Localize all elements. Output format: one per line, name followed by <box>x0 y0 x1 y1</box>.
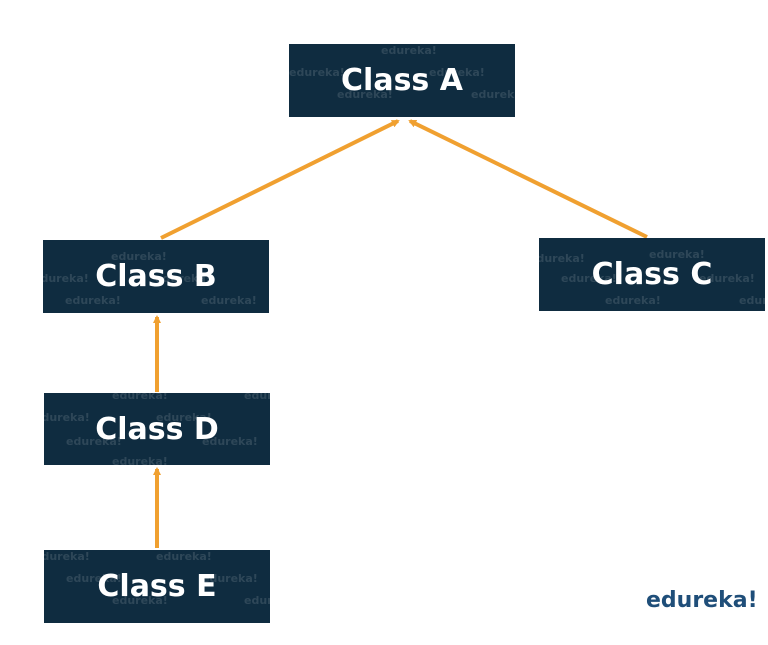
watermark: edureka! <box>65 294 121 307</box>
watermark: edureka! <box>201 294 257 307</box>
watermark: edureka! <box>44 550 90 563</box>
watermark: edureka! <box>156 550 212 563</box>
watermark: edureka! <box>111 250 167 263</box>
watermark: edureka! <box>112 393 168 402</box>
watermark: edureka! <box>244 594 270 607</box>
watermark: edureka! <box>43 272 89 285</box>
class-c-label: Class C <box>591 257 713 292</box>
class-b-label: Class B <box>95 259 217 294</box>
watermark: edureka! <box>429 66 485 79</box>
edureka-logo: edureka! <box>646 588 758 613</box>
watermark: edureka! <box>202 435 258 448</box>
watermark: edureka! <box>66 435 122 448</box>
class-d-label: Class D <box>95 411 219 447</box>
watermark: edureka! <box>66 572 122 585</box>
watermark: edureka! <box>155 272 211 285</box>
watermark: edureka! <box>605 294 661 307</box>
class-a-label: Class A <box>341 63 463 98</box>
watermark: edureka! <box>112 455 168 465</box>
watermark: edureka! <box>699 272 755 285</box>
arrow-c-to-a <box>408 119 648 239</box>
watermark: edureka! <box>561 272 617 285</box>
watermark: edureka! <box>381 44 437 57</box>
watermark: edureka! <box>112 594 168 607</box>
watermark: edureka! <box>44 411 90 424</box>
arrow-b-to-a <box>160 119 400 240</box>
watermark: edureka! <box>539 252 585 265</box>
watermark: edureka! <box>471 88 515 101</box>
class-b-node: edureka! edureka! edureka! edureka! edur… <box>43 240 269 313</box>
watermark: edureka! <box>739 294 765 307</box>
watermark: edureka! <box>244 393 270 402</box>
class-e-label: Class E <box>97 569 217 604</box>
watermark: edureka! <box>289 66 345 79</box>
class-e-node: edureka! edureka! edureka! edureka! edur… <box>44 550 270 623</box>
watermark: edureka! <box>156 411 212 424</box>
watermark: edureka! <box>202 572 258 585</box>
class-a-node: edureka! edureka! edureka! edureka! edur… <box>289 44 515 117</box>
watermark: edureka! <box>337 88 393 101</box>
class-d-node: edureka! edureka! edureka! edureka! edur… <box>44 393 270 465</box>
watermark: edureka! <box>649 248 705 261</box>
class-c-node: edureka! edureka! edureka! edureka! edur… <box>539 238 765 311</box>
